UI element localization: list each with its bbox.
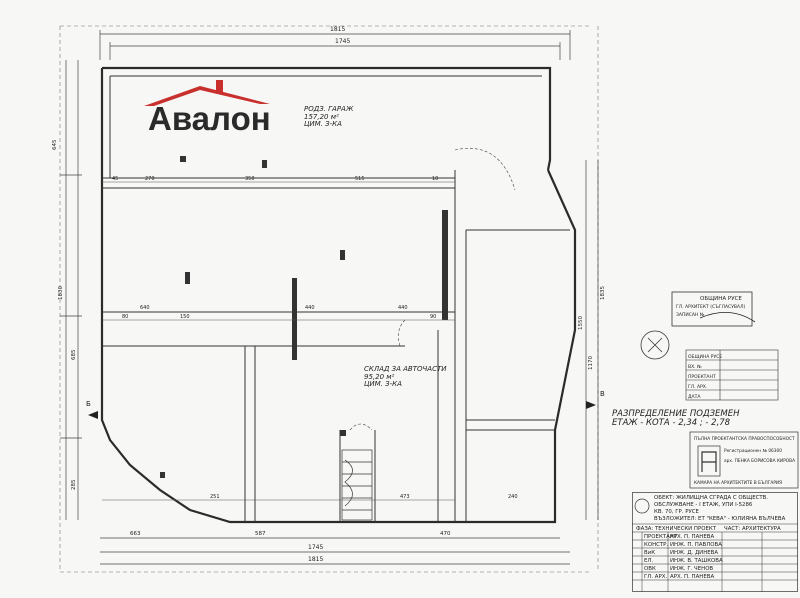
chamber-architect: арх. ПЕНКА БОРИСОВА КИРОВА bbox=[724, 458, 795, 464]
approval-box bbox=[685, 349, 779, 401]
bottom-dim-2: 1815 bbox=[308, 556, 323, 563]
plan-title-line1: РАЗПРЕДЕЛЕНИЕ ПОДЗЕМЕН bbox=[612, 409, 740, 419]
section-label-v: В bbox=[600, 390, 605, 398]
right-dimension-lines bbox=[585, 160, 599, 520]
tb-role-1: ПРОЕКТАНТ bbox=[644, 534, 678, 540]
room-storage-area: 95,20 м² bbox=[364, 372, 395, 381]
bottom-dimension-lines bbox=[100, 537, 570, 565]
stair bbox=[341, 449, 373, 521]
top-dim-2: 1745 bbox=[335, 38, 350, 45]
chamber-reg: Регистрационен № 06300 bbox=[724, 448, 782, 454]
tb-name-2: ИНЖ. П. ПАВЛОВА bbox=[670, 542, 722, 548]
inner-dim-lines bbox=[102, 181, 455, 501]
room-storage-name: СКЛАД ЗА АВТОЧАСТИ bbox=[364, 365, 447, 373]
approval-row-2: ВХ. № bbox=[688, 364, 702, 370]
tb-phase: ФАЗА: ТЕХНИЧЕСКИ ПРОЕКТ bbox=[636, 526, 716, 532]
plan-title-line2: ЕТАЖ - КОТА - 2,34 ; - 2,78 bbox=[612, 418, 731, 429]
top-dimension-lines bbox=[99, 30, 571, 60]
columns bbox=[160, 156, 448, 478]
approval-row-3: ПРОЕКТАНТ bbox=[688, 374, 716, 380]
left-dim-3: 685 bbox=[71, 349, 77, 360]
dim-r2-4: 440 bbox=[305, 305, 315, 311]
chamber-footer: КАМАРА НА АРХИТЕКТИТЕ В БЪЛГАРИЯ bbox=[694, 480, 782, 486]
room-garage-name: РОДЗ. ГАРАЖ bbox=[304, 105, 354, 113]
room-garage-floor: ЦИМ. З-КА bbox=[304, 120, 342, 129]
left-dim-1: 645 bbox=[52, 139, 58, 150]
tb-name-5: ИНЖ. Г. ЧЕНОВ bbox=[670, 566, 714, 572]
bottom-dim-1: 1745 bbox=[308, 544, 323, 551]
dim-r1-1: 45 bbox=[112, 176, 118, 182]
top-dim-1: 1815 bbox=[330, 26, 345, 33]
inner-dim-bottom-1: 663 bbox=[130, 531, 141, 537]
left-dimension-lines bbox=[60, 60, 82, 520]
stamp-org: ОБЩИНА РУСЕ bbox=[700, 296, 742, 302]
stamp-dept: ГЛ. АРХИТЕКТ (СЪГЛАСУВАЛ) bbox=[676, 304, 745, 310]
chamber-stamp bbox=[689, 431, 799, 489]
room-storage-floor: ЦИМ. З-КА bbox=[364, 380, 402, 389]
tb-name-6: АРХ. П. ПАНЕВА bbox=[670, 574, 715, 580]
dim-r2-6: 90 bbox=[430, 314, 436, 320]
left-dim-4: 285 bbox=[71, 479, 77, 490]
tb-name-1: АРХ. П. ПАНЕВА bbox=[670, 534, 715, 540]
dim-r2-1: 80 bbox=[122, 314, 128, 320]
dim-r3-1: 251 bbox=[210, 494, 220, 500]
tb-object-2: ОБСЛУЖВАНЕ - І ЕТАЖ, УПИ І-5286 bbox=[654, 502, 753, 508]
dim-r2-5: 440 bbox=[398, 305, 408, 311]
room-garage-area: 157,20 м² bbox=[304, 112, 339, 121]
dim-r3-2: 473 bbox=[400, 494, 410, 500]
plan-title: РАЗПРЕДЕЛЕНИЕ ПОДЗЕМЕН ЕТАЖ - КОТА - 2,3… bbox=[612, 409, 740, 429]
tb-role-3: ВиК bbox=[644, 550, 656, 556]
dim-r1-5: 10 bbox=[432, 176, 438, 182]
section-label-b: Б bbox=[86, 400, 91, 408]
approval-row-4: ГЛ. АРХ. bbox=[688, 384, 707, 390]
tb-object-1: ОБЕКТ: ЖИЛИЩНА СГРАДА С ОБЩЕСТВ. bbox=[654, 495, 769, 501]
inner-dim-bottom-3: 470 bbox=[440, 531, 451, 537]
inner-wall-lines bbox=[102, 75, 570, 522]
roof-icon bbox=[144, 80, 270, 106]
tb-role-4: ЕЛ. bbox=[644, 558, 654, 564]
tb-name-3: ИНЖ. Д. ДИНЕВА bbox=[670, 550, 719, 556]
avalon-logo: Авалон bbox=[142, 78, 272, 138]
logo-text: Авалон bbox=[148, 100, 271, 137]
approval-row-1: ОБЩИНА РУСЕ bbox=[688, 354, 722, 360]
dim-r2-2: 640 bbox=[140, 305, 150, 311]
approval-row-5: ДАТА bbox=[688, 394, 701, 400]
room-storage: СКЛАД ЗА АВТОЧАСТИ 95,20 м² ЦИМ. З-КА bbox=[364, 365, 447, 389]
title-block-grid bbox=[632, 492, 798, 592]
left-dim-2: 1830 bbox=[58, 286, 64, 300]
dim-r1-3: 350 bbox=[245, 176, 255, 182]
tb-name-4: ИНЖ. В. ТАШКОВА bbox=[670, 558, 723, 564]
tb-role-2: КОНСТР. bbox=[644, 542, 669, 548]
room-garage: РОДЗ. ГАРАЖ 157,20 м² ЦИМ. З-КА bbox=[304, 105, 354, 129]
outer-walls bbox=[100, 66, 577, 524]
inner-dim-bottom-2: 587 bbox=[255, 531, 266, 537]
right-dim-3: 1550 bbox=[578, 316, 584, 330]
tb-object-4: ВЪЗЛОЖИТЕЛ: ЕТ "КЕВА" - ЮЛИЯНА ВЪЛЧЕВА bbox=[654, 516, 786, 522]
dim-r2-3: 150 bbox=[180, 314, 190, 320]
tb-role-6: ГЛ. АРХ. bbox=[644, 574, 668, 580]
tb-role-5: ОВК bbox=[644, 566, 656, 572]
right-dim-1: 1835 bbox=[600, 286, 606, 300]
chamber-title: ПЪЛНА ПРОЕКТАНТСКА ПРАВОСПОСОБНОСТ bbox=[694, 436, 795, 442]
stamp-num: ЗАПИСАН № bbox=[676, 312, 705, 318]
dim-r1-4: 515 bbox=[355, 176, 365, 182]
tb-part: ЧАСТ: АРХИТЕКТУРА bbox=[724, 526, 781, 532]
dim-r1-2: 270 bbox=[145, 176, 155, 182]
municipal-stamp bbox=[640, 291, 756, 360]
dim-r3-3: 240 bbox=[508, 494, 518, 500]
section-markers bbox=[88, 401, 596, 419]
title-block: ОБЕКТ: ЖИЛИЩНА СГРАДА С ОБЩЕСТВ. ОБСЛУЖВ… bbox=[632, 492, 798, 592]
door-swings bbox=[349, 148, 516, 431]
tb-object-3: КВ. 70, ГР. РУСЕ bbox=[654, 509, 699, 515]
right-dim-2: 1170 bbox=[588, 356, 594, 370]
